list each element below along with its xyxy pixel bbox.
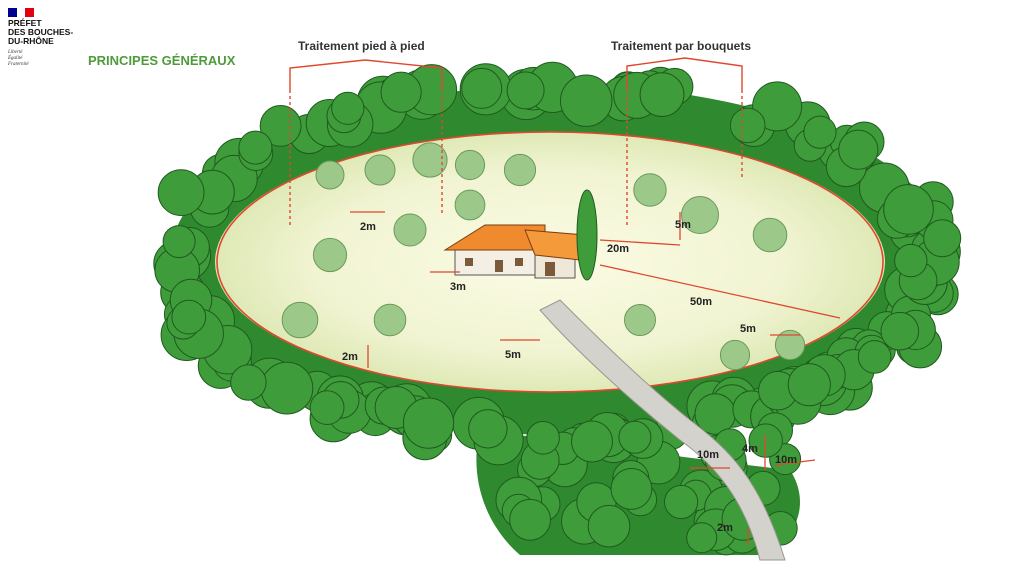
tree-icon bbox=[571, 420, 613, 463]
tree-icon bbox=[633, 173, 667, 207]
tree-icon bbox=[260, 361, 314, 415]
measure-road-height: 4m bbox=[742, 443, 758, 455]
tree-icon bbox=[752, 217, 788, 253]
tree-icon bbox=[364, 154, 396, 186]
measure-center-shrub-gap: 5m bbox=[505, 349, 521, 361]
prefecture-name: PRÉFET DES BOUCHES- DU-RHÔNE bbox=[8, 18, 74, 46]
tree-icon bbox=[624, 304, 656, 336]
measure-road-bottom: 2m bbox=[717, 522, 733, 534]
tree-icon bbox=[506, 71, 545, 110]
tree-icon bbox=[883, 184, 934, 235]
tree-icon bbox=[315, 160, 345, 190]
prefecture-logo: PRÉFET DES BOUCHES- DU-RHÔNE Liberté Éga… bbox=[0, 0, 86, 76]
flag-icon bbox=[8, 8, 35, 17]
tree-icon bbox=[526, 421, 560, 455]
measure-road-left: 10m bbox=[697, 449, 719, 461]
tree-icon bbox=[787, 363, 831, 407]
tree-icon bbox=[393, 213, 427, 247]
tree-icon bbox=[509, 498, 551, 541]
measure-bouquet-gap: 5m bbox=[675, 219, 691, 231]
tree-icon bbox=[752, 81, 803, 132]
tree-icon bbox=[686, 522, 718, 554]
cypress-icon bbox=[576, 189, 598, 281]
tree-icon bbox=[857, 340, 892, 374]
measure-radius: 50m bbox=[690, 296, 712, 308]
access-road bbox=[539, 299, 786, 561]
tree-icon bbox=[894, 243, 928, 278]
tree-icon bbox=[230, 364, 267, 401]
tree-icon bbox=[774, 329, 806, 361]
measure-prune-height: 2m bbox=[342, 351, 358, 363]
tree-icon bbox=[803, 115, 837, 149]
tree-icon bbox=[171, 299, 207, 335]
tree-icon bbox=[618, 420, 652, 454]
page-title: PRINCIPES GÉNÉRAUX bbox=[88, 53, 236, 68]
tree-icon bbox=[157, 169, 205, 217]
tree-icon bbox=[681, 196, 719, 234]
clearing-perimeter-line bbox=[216, 131, 884, 393]
tree-icon bbox=[503, 153, 537, 187]
tree-icon bbox=[587, 504, 631, 548]
tree-icon bbox=[454, 189, 486, 221]
tree-icon bbox=[664, 484, 699, 520]
tree-icon bbox=[923, 219, 962, 258]
tree-icon bbox=[719, 339, 751, 371]
tree-icon bbox=[373, 303, 407, 337]
tree-icon bbox=[331, 91, 365, 125]
tree-icon bbox=[259, 105, 302, 147]
measure-house-perimeter: 20m bbox=[607, 243, 629, 255]
tree-icon bbox=[468, 409, 508, 449]
tree-icon bbox=[162, 225, 196, 259]
tree-icon bbox=[312, 237, 348, 273]
tree-icon bbox=[880, 311, 920, 351]
tree-icon bbox=[748, 423, 783, 458]
republic-motto: Liberté Égalité Fraternité bbox=[8, 50, 29, 67]
measure-road-right: 10m bbox=[775, 454, 797, 466]
tree-icon bbox=[380, 71, 422, 113]
measure-canopy-gap-left: 2m bbox=[360, 221, 376, 233]
house-icon bbox=[443, 224, 586, 279]
tree-icon bbox=[560, 74, 613, 127]
tree-icon bbox=[412, 142, 448, 178]
measure-house-gap: 3m bbox=[450, 281, 466, 293]
treatment-brackets bbox=[289, 57, 743, 225]
treatment-left-label: Traitement pied à pied bbox=[298, 39, 425, 53]
measure-right-shrub-gap: 5m bbox=[740, 323, 756, 335]
treatment-right-label: Traitement par bouquets bbox=[611, 39, 752, 53]
tree-icon bbox=[454, 149, 486, 181]
forest-canopy bbox=[153, 61, 962, 556]
tree-icon bbox=[309, 390, 345, 426]
tree-icon bbox=[238, 130, 273, 165]
sparse-trees bbox=[281, 142, 806, 371]
distance-arrows bbox=[350, 211, 841, 545]
tree-icon bbox=[461, 67, 503, 109]
tree-icon bbox=[729, 107, 766, 144]
tree-icon bbox=[639, 72, 685, 117]
tree-icon bbox=[281, 301, 319, 339]
tree-icon bbox=[610, 468, 653, 510]
tree-icon bbox=[402, 397, 455, 449]
tree-icon bbox=[838, 129, 879, 170]
